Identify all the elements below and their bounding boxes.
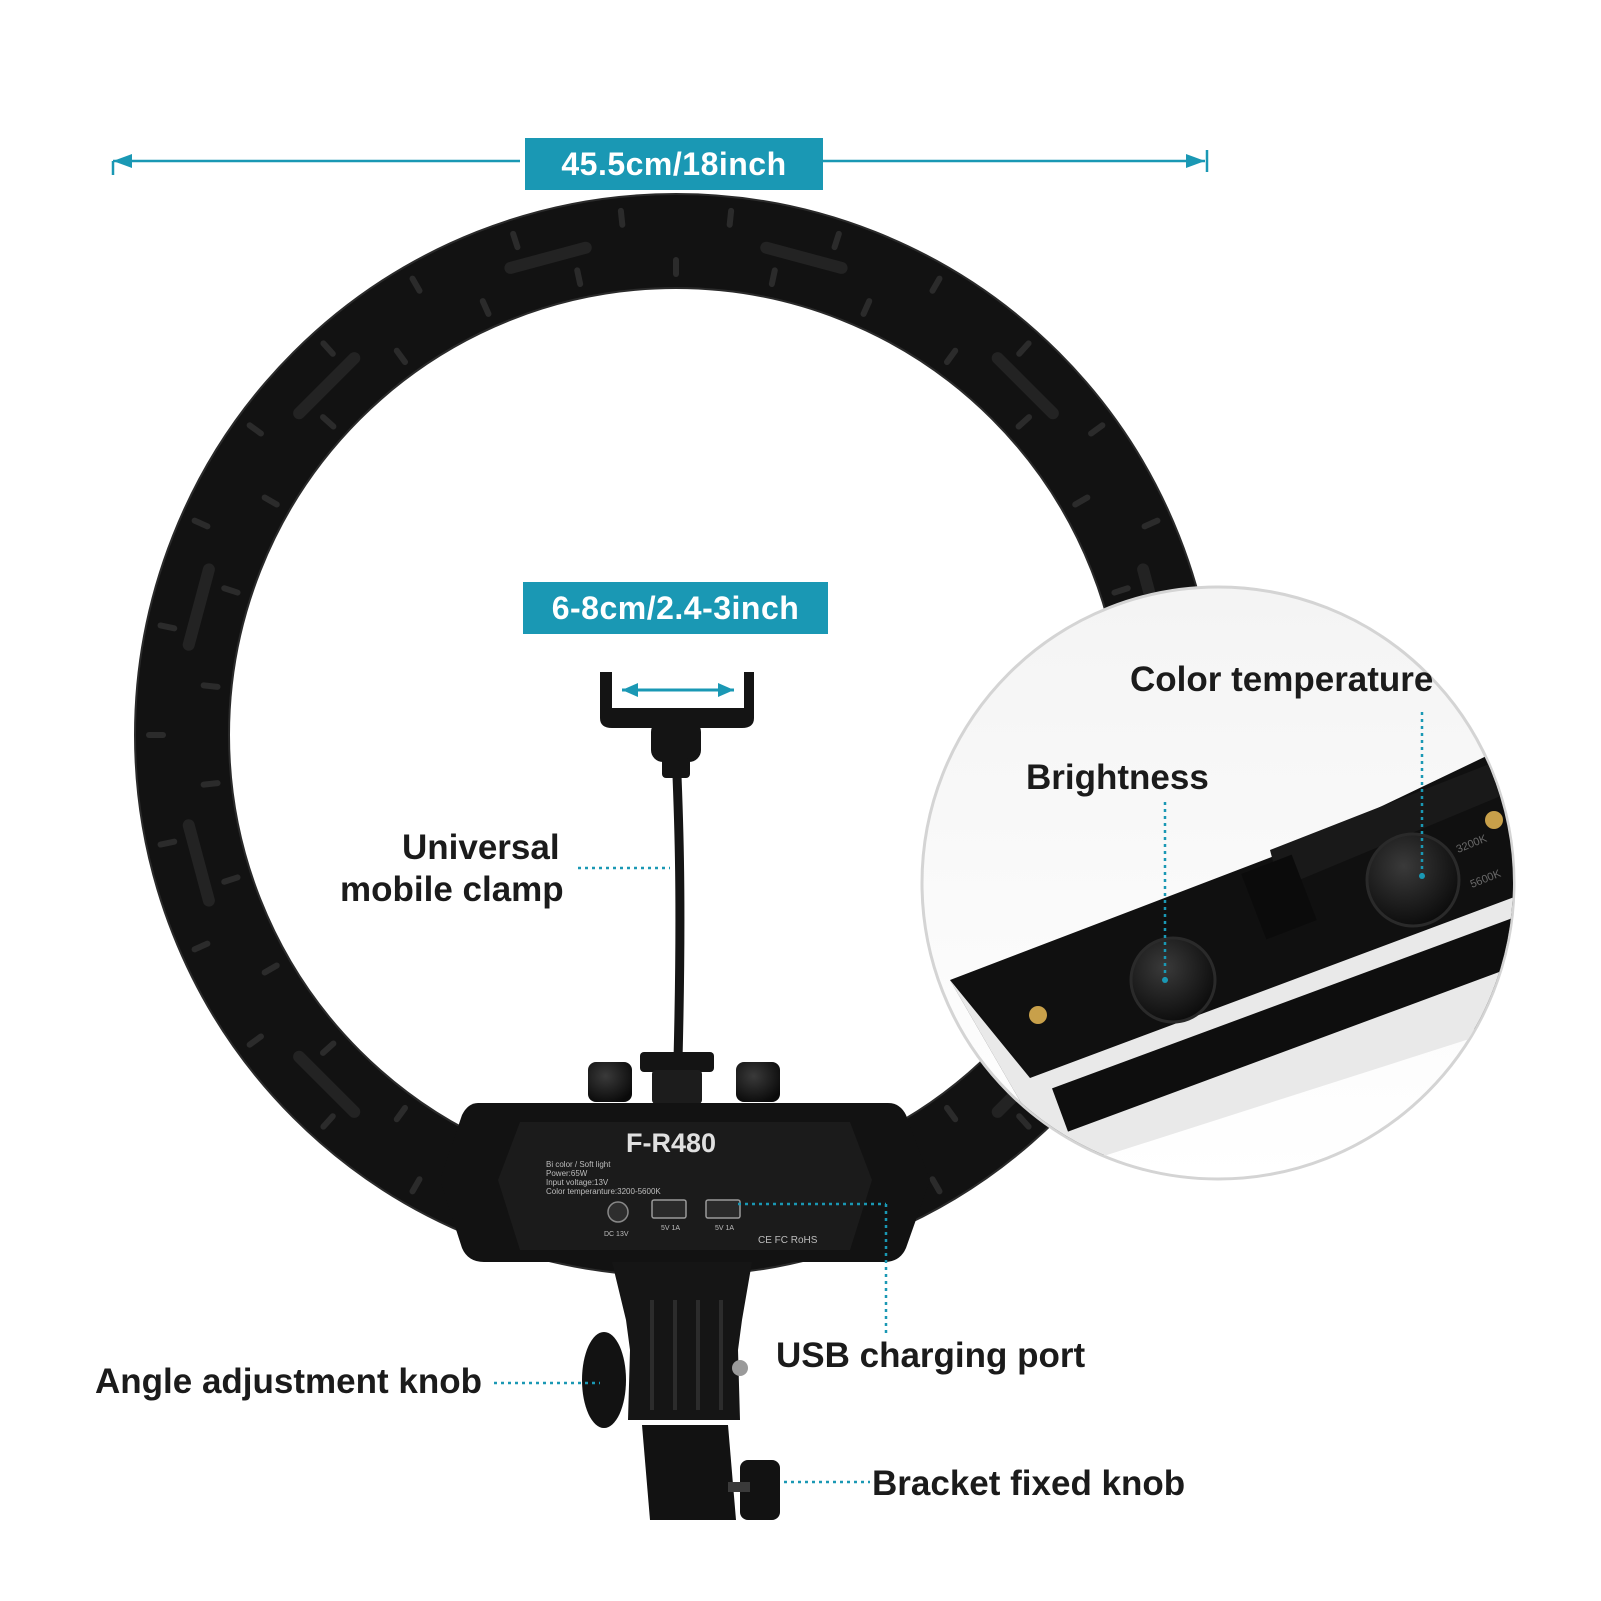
model-label: F-R480 [626,1128,716,1158]
ring-grip-tick [246,1033,264,1048]
ring-grip-tick [943,1104,959,1123]
ring-grip-tick [617,207,626,228]
ring-grip-groove [504,241,592,274]
ring-grip-tick [191,940,211,953]
ring-grip-tick [320,1113,336,1130]
ring-grip-tick [221,585,241,596]
ring-grip-tick [1111,585,1131,596]
bracket-fixed-knob-label: Bracket fixed knob [872,1464,1186,1503]
ring-grip-tick [1141,517,1161,530]
zoom-detail [920,585,1516,1181]
ring-grip-tick [393,1104,409,1123]
ring-grip-groove [293,1050,361,1118]
ring-grip-tick [319,414,337,430]
ring-grip-groove [991,352,1059,420]
ring-grip-tick [1015,414,1033,430]
control-box [440,1103,930,1262]
ring-grip-tick [929,275,943,294]
ring-grip-tick [574,267,584,288]
ring-grip-tick [1072,494,1091,508]
ring-grip-tick [319,1040,337,1056]
ring-grip-tick [409,275,423,294]
ring-grip-groove [182,563,215,651]
ring-grip-tick [831,230,842,251]
angle-adjustment-knob-label: Angle adjustment knob [95,1362,482,1401]
certification-marks-icon: CE FC RoHS [758,1235,818,1246]
ring-grip-tick [860,298,873,317]
ring-grip-tick [200,780,221,788]
ring-grip-tick [768,267,778,288]
ring-grip-tick [943,347,959,366]
brightness-label: Brightness [1026,758,1209,797]
ring-grip-tick [157,622,178,632]
color-temperature-label: Color temperature [1130,660,1434,699]
spec-line-3: Input voltage:13V [546,1178,609,1187]
usb-charging-port-label: USB charging port [776,1336,1086,1375]
usb-port-1-label: 5V 1A [661,1225,680,1232]
width-dimension-badge: 45.5cm/18inch [525,138,823,190]
ring-grip-tick [673,257,679,277]
ring-grip-groove [293,352,361,420]
ring-grip-tick [157,838,178,848]
ring-grip-tick [726,207,735,228]
ring-grip-tick [191,517,211,530]
spec-line-2: Power:65W [546,1169,588,1178]
ring-grip-tick [261,494,280,508]
spec-line-4: Color temperanture:3200-5600K [546,1187,661,1196]
ring-grip-groove [760,241,848,274]
ring-grip-tick [929,1176,943,1195]
usb-port-2-label: 5V 1A [715,1225,734,1232]
ring-grip-tick [510,230,521,251]
ring-grip-tick [146,732,166,738]
mobile-clamp [600,672,754,1061]
ring-grip-tick [320,340,336,357]
callout-lines [494,866,888,1484]
clamp-label-line-2: mobile clamp [340,870,564,909]
dc-port-label: DC 13V [604,1231,629,1238]
clamp-label-line-1: Universal [402,828,560,867]
spec-line-1: Bi color / Soft light [546,1160,611,1169]
ring-grip-groove [182,819,215,907]
ring-grip-tick [409,1176,423,1195]
ring-grip-tick [1016,1113,1032,1130]
ring-grip-tick [393,347,409,366]
clamp-dimension-badge: 6-8cm/2.4-3inch [523,582,828,634]
ring-grip-tick [261,962,280,976]
stand-bracket [582,1262,780,1520]
ring-grip-tick [479,298,492,317]
control-knobs [588,1052,780,1104]
ring-grip-tick [221,874,241,885]
ring-grip-tick [200,682,221,690]
ring-grip-tick [1088,422,1106,437]
ring-grip-tick [246,422,264,437]
ring-grip-tick [1016,340,1032,357]
width-dimension-arrow-icon [111,150,1209,175]
